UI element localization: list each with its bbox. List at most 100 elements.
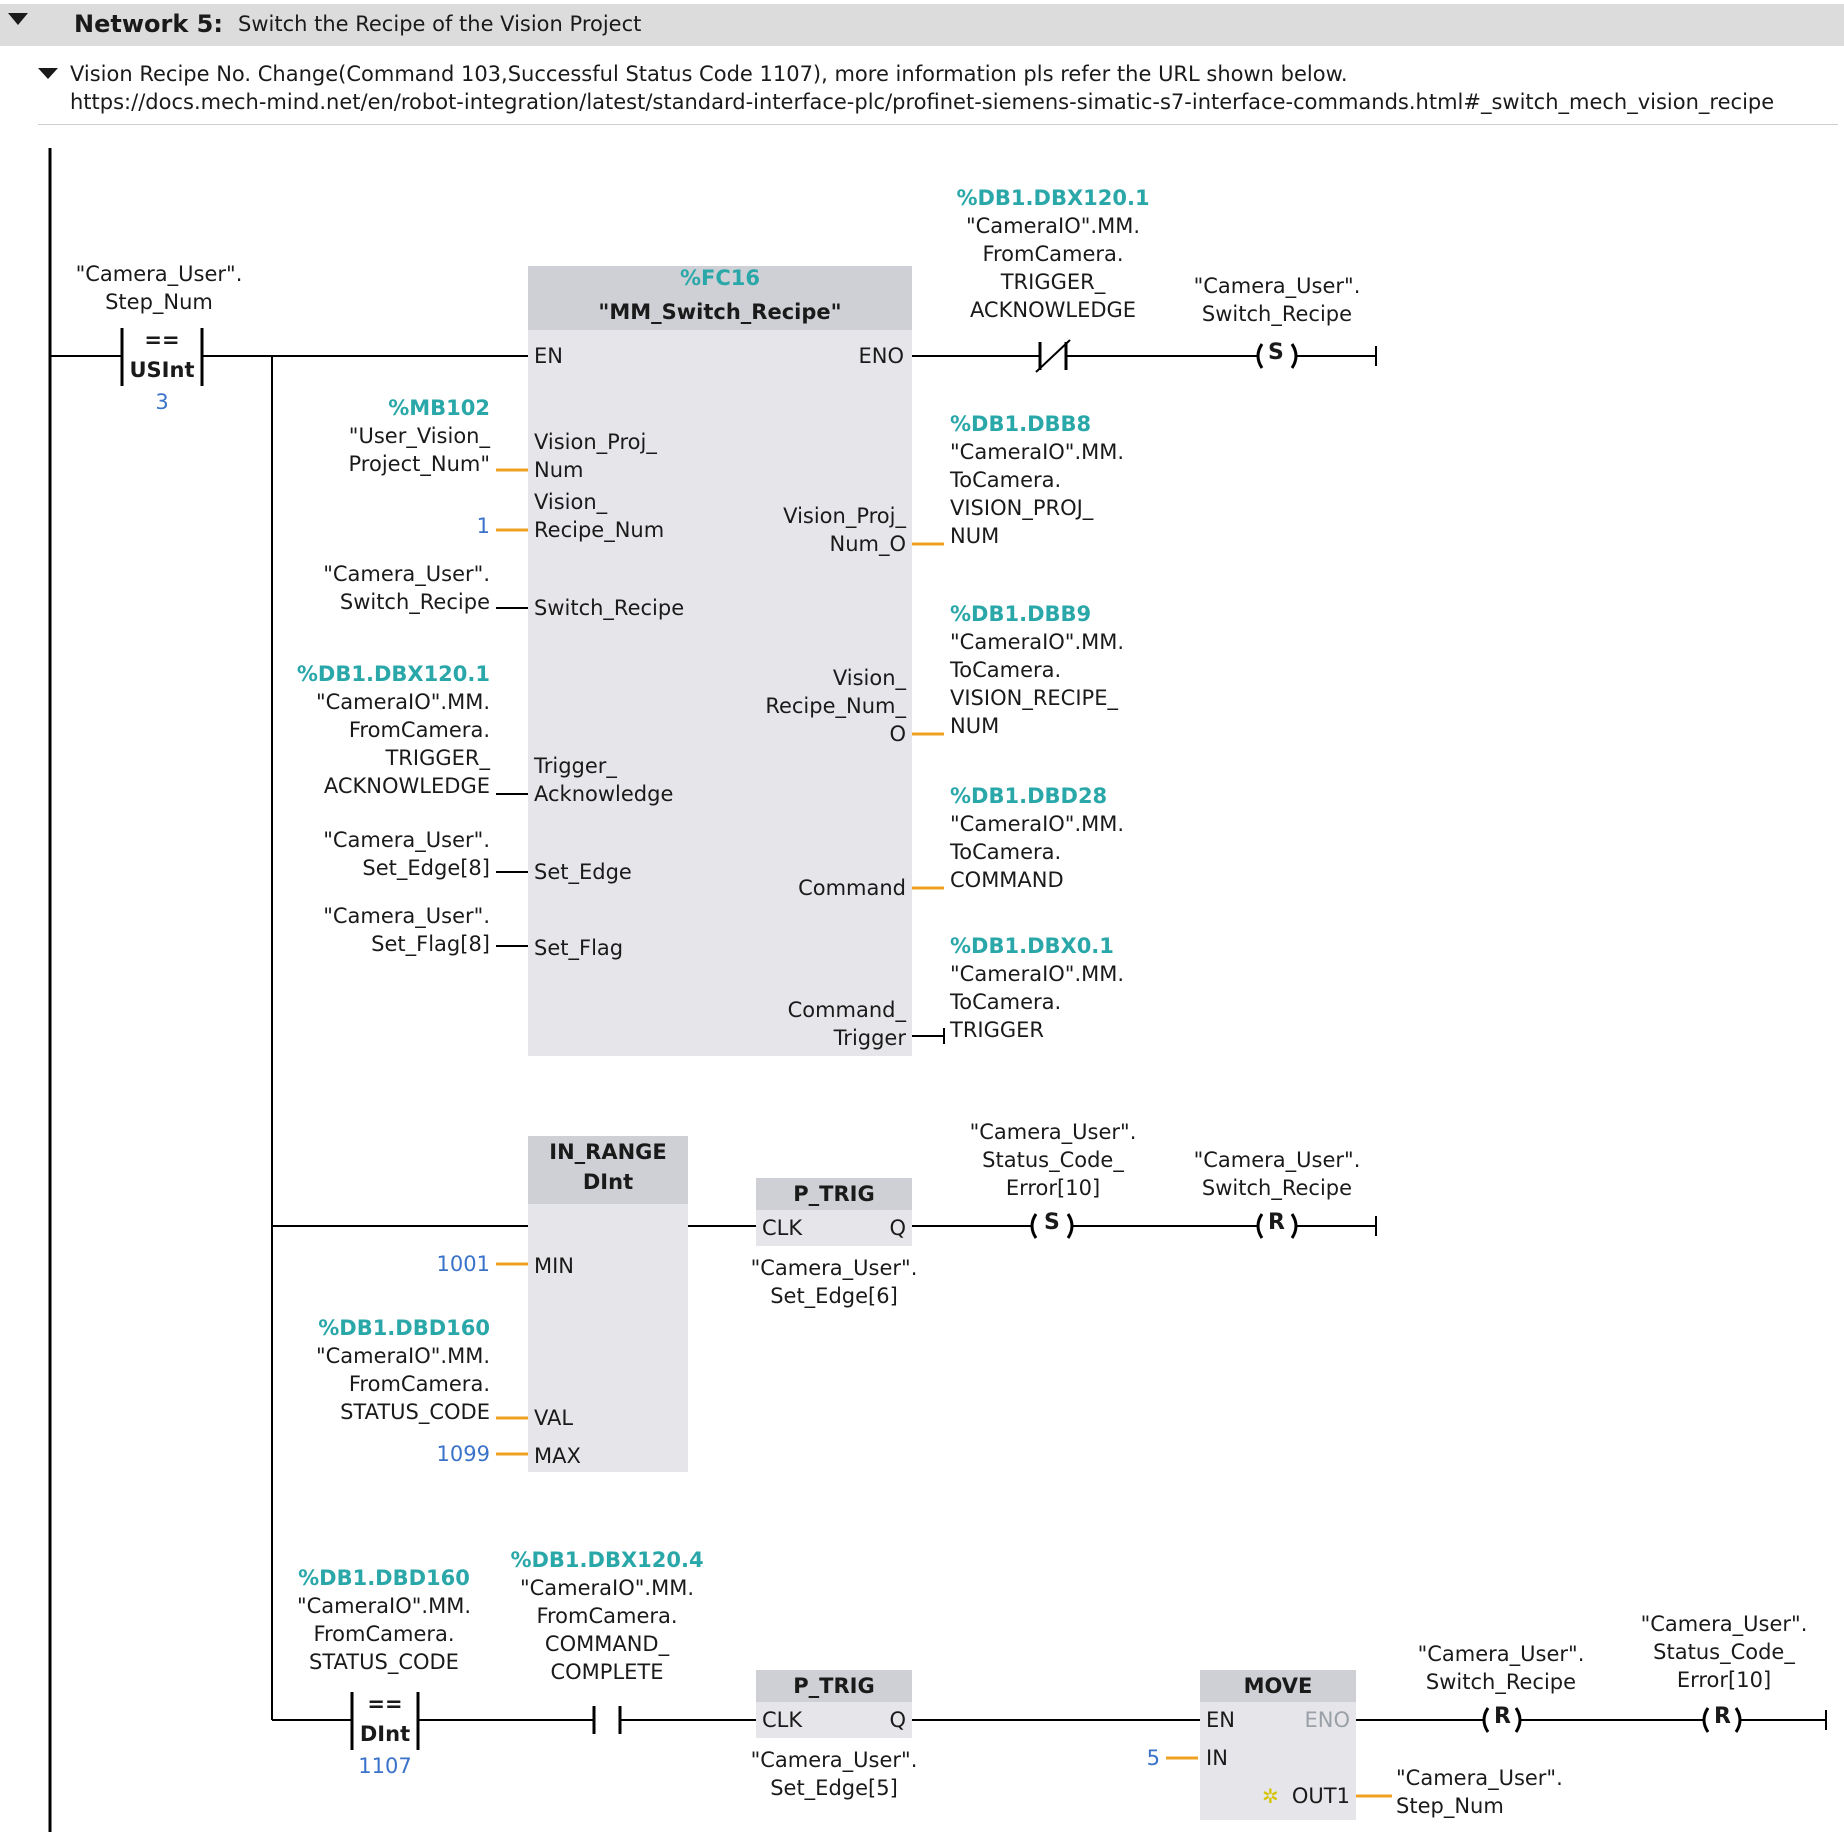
fc16-pin-vision-proj-num-1: Vision_Proj_ (534, 430, 657, 454)
out-recipe-address[interactable]: %DB1.DBB9 (950, 602, 1092, 626)
cmp1-operator[interactable]: == (144, 328, 180, 352)
out-trigger-tag-2[interactable]: ToCamera. (950, 990, 1062, 1014)
reset-coil2[interactable]: R (1268, 1210, 1285, 1235)
reset-coil3a-tag-1[interactable]: "Camera_User". (1417, 1642, 1585, 1666)
in-switch-tag-2[interactable]: Switch_Recipe (339, 590, 490, 614)
no-contact-tag-1[interactable]: "CameraIO".MM. (519, 1576, 695, 1600)
cmp3-type[interactable]: DInt (359, 1722, 411, 1746)
out-trigger-address[interactable]: %DB1.DBX0.1 (950, 934, 1114, 958)
in-range-val-tag-1[interactable]: "CameraIO".MM. (315, 1344, 490, 1368)
out-command-tag-2[interactable]: ToCamera. (950, 840, 1062, 864)
in-trig-address[interactable]: %DB1.DBX120.1 (296, 662, 490, 686)
cmp3-tag-3[interactable]: STATUS_CODE (309, 1650, 459, 1674)
cmp3-tag-2[interactable]: FromCamera. (313, 1622, 455, 1646)
cmp1-value[interactable]: 3 (155, 390, 169, 414)
no-contact[interactable] (590, 1702, 626, 1738)
move-name[interactable]: MOVE (1243, 1674, 1313, 1698)
set-coil2-tag-1[interactable]: "Camera_User". (969, 1120, 1137, 1144)
in-edge-tag-2[interactable]: Set_Edge[8] (362, 856, 490, 880)
network-title[interactable]: Switch the Recipe of the Vision Project (238, 12, 642, 36)
no-contact-tag-3[interactable]: COMMAND_ (544, 1632, 670, 1656)
out-trigger-tag-1[interactable]: "CameraIO".MM. (950, 962, 1125, 986)
reset-coil2-tag-1[interactable]: "Camera_User". (1193, 1148, 1361, 1172)
fc16-name[interactable]: "MM_Switch_Recipe" (598, 300, 842, 324)
nc-contact-tag-1[interactable]: "CameraIO".MM. (965, 214, 1141, 238)
reset-coil3b-tag-3[interactable]: Error[10] (1676, 1668, 1772, 1692)
reset-coil3b-tag-2[interactable]: Status_Code_ (1653, 1640, 1795, 1664)
in-range-name[interactable]: IN_RANGE (549, 1140, 667, 1164)
in-range-max-value[interactable]: 1099 (436, 1442, 490, 1466)
no-contact-address[interactable]: %DB1.DBX120.4 (510, 1548, 704, 1572)
comment-collapse-arrow-icon[interactable] (38, 68, 58, 79)
reset-coil3a-tag-2[interactable]: Switch_Recipe (1425, 1670, 1577, 1694)
out-trigger-tag-3[interactable]: TRIGGER (950, 1018, 1045, 1042)
set-coil1-tag-2[interactable]: Switch_Recipe (1201, 302, 1353, 326)
reset-coil3b-tag-1[interactable]: "Camera_User". (1640, 1612, 1808, 1636)
ptrig2-tag-2[interactable]: Set_Edge[6] (770, 1284, 898, 1308)
in-proj-tag-1[interactable]: "User_Vision_ (348, 424, 490, 448)
out-command-tag-3[interactable]: COMMAND (950, 868, 1064, 892)
out-recipe-tag-1[interactable]: "CameraIO".MM. (950, 630, 1125, 654)
out-command-address[interactable]: %DB1.DBD28 (950, 784, 1108, 808)
nc-contact-tag-2[interactable]: FromCamera. (982, 242, 1124, 266)
in-proj-address[interactable]: %MB102 (388, 396, 490, 420)
nc-contact-tag-3[interactable]: TRIGGER_ (1000, 270, 1106, 294)
in-flag-tag-1[interactable]: "Camera_User". (323, 904, 490, 928)
in-recipe-value[interactable]: 1 (476, 514, 490, 538)
fc16-block[interactable] (528, 266, 912, 1056)
reset-coil2-tag-2[interactable]: Switch_Recipe (1201, 1176, 1353, 1200)
cmp1-type[interactable]: USInt (129, 358, 195, 382)
ptrig2-tag-1[interactable]: "Camera_User". (750, 1256, 918, 1280)
reset-coil3b[interactable]: R (1714, 1704, 1731, 1729)
in-range-val-address[interactable]: %DB1.DBD160 (318, 1316, 490, 1340)
move-out-tag-1[interactable]: "Camera_User". (1396, 1766, 1563, 1790)
out-proj-tag-2[interactable]: ToCamera. (950, 468, 1062, 492)
set-coil2[interactable]: S (1044, 1210, 1060, 1235)
cmp3-value[interactable]: 1107 (358, 1754, 412, 1778)
no-contact-tag-4[interactable]: COMPLETE (550, 1660, 664, 1684)
network-comment[interactable]: Vision Recipe No. Change(Command 103,Suc… (70, 60, 1774, 116)
ptrig3-tag-1[interactable]: "Camera_User". (750, 1748, 918, 1772)
nc-contact[interactable] (1034, 336, 1074, 378)
in-edge-tag-1[interactable]: "Camera_User". (323, 828, 490, 852)
ptrig3-tag-2[interactable]: Set_Edge[5] (770, 1776, 898, 1800)
in-trig-tag-4[interactable]: ACKNOWLEDGE (323, 774, 490, 798)
in-range-min-value[interactable]: 1001 (436, 1252, 490, 1276)
cmp3-address[interactable]: %DB1.DBD160 (298, 1566, 470, 1590)
set-coil2-tag-2[interactable]: Status_Code_ (982, 1148, 1124, 1172)
cmp3-operator[interactable]: == (367, 1692, 403, 1716)
in-flag-tag-2[interactable]: Set_Flag[8] (371, 932, 490, 956)
set-coil2-tag-3[interactable]: Error[10] (1005, 1176, 1101, 1200)
out-proj-tag-1[interactable]: "CameraIO".MM. (950, 440, 1125, 464)
in-range-type[interactable]: DInt (582, 1170, 634, 1194)
network-header[interactable] (0, 4, 1844, 46)
move-out-tag-2[interactable]: Step_Num (1396, 1794, 1504, 1818)
reset-coil3a[interactable]: R (1494, 1704, 1511, 1729)
out-proj-tag-3[interactable]: VISION_PROJ_ (950, 496, 1094, 520)
ptrig3-name[interactable]: P_TRIG (793, 1674, 875, 1698)
move-in-value[interactable]: 5 (1146, 1746, 1160, 1770)
ptrig2-name[interactable]: P_TRIG (793, 1182, 875, 1206)
out-proj-address[interactable]: %DB1.DBB8 (950, 412, 1092, 436)
out-proj-tag-4[interactable]: NUM (950, 524, 1000, 548)
set-coil1-tag-1[interactable]: "Camera_User". (1193, 274, 1361, 298)
collapse-arrow-icon[interactable] (8, 13, 28, 25)
in-trig-tag-3[interactable]: TRIGGER_ (385, 746, 490, 770)
move-add-output-icon[interactable]: ✲ (1262, 1784, 1279, 1808)
ptrig3-header (756, 1670, 912, 1702)
out-command-tag-1[interactable]: "CameraIO".MM. (950, 812, 1125, 836)
in-switch-tag-1[interactable]: "Camera_User". (323, 562, 490, 586)
out-recipe-tag-4[interactable]: NUM (950, 714, 1000, 738)
in-range-val-tag-3[interactable]: STATUS_CODE (340, 1400, 490, 1424)
in-proj-tag-2[interactable]: Project_Num" (348, 452, 490, 476)
out-recipe-tag-3[interactable]: VISION_RECIPE_ (950, 686, 1118, 710)
nc-contact-address[interactable]: %DB1.DBX120.1 (956, 186, 1150, 210)
nc-contact-tag-4[interactable]: ACKNOWLEDGE (969, 298, 1137, 322)
no-contact-tag-2[interactable]: FromCamera. (536, 1604, 678, 1628)
cmp3-tag-1[interactable]: "CameraIO".MM. (296, 1594, 472, 1618)
set-coil1[interactable]: S (1268, 340, 1284, 365)
in-trig-tag-2[interactable]: FromCamera. (348, 718, 490, 742)
in-trig-tag-1[interactable]: "CameraIO".MM. (315, 690, 490, 714)
out-recipe-tag-2[interactable]: ToCamera. (950, 658, 1062, 682)
in-range-val-tag-2[interactable]: FromCamera. (348, 1372, 490, 1396)
